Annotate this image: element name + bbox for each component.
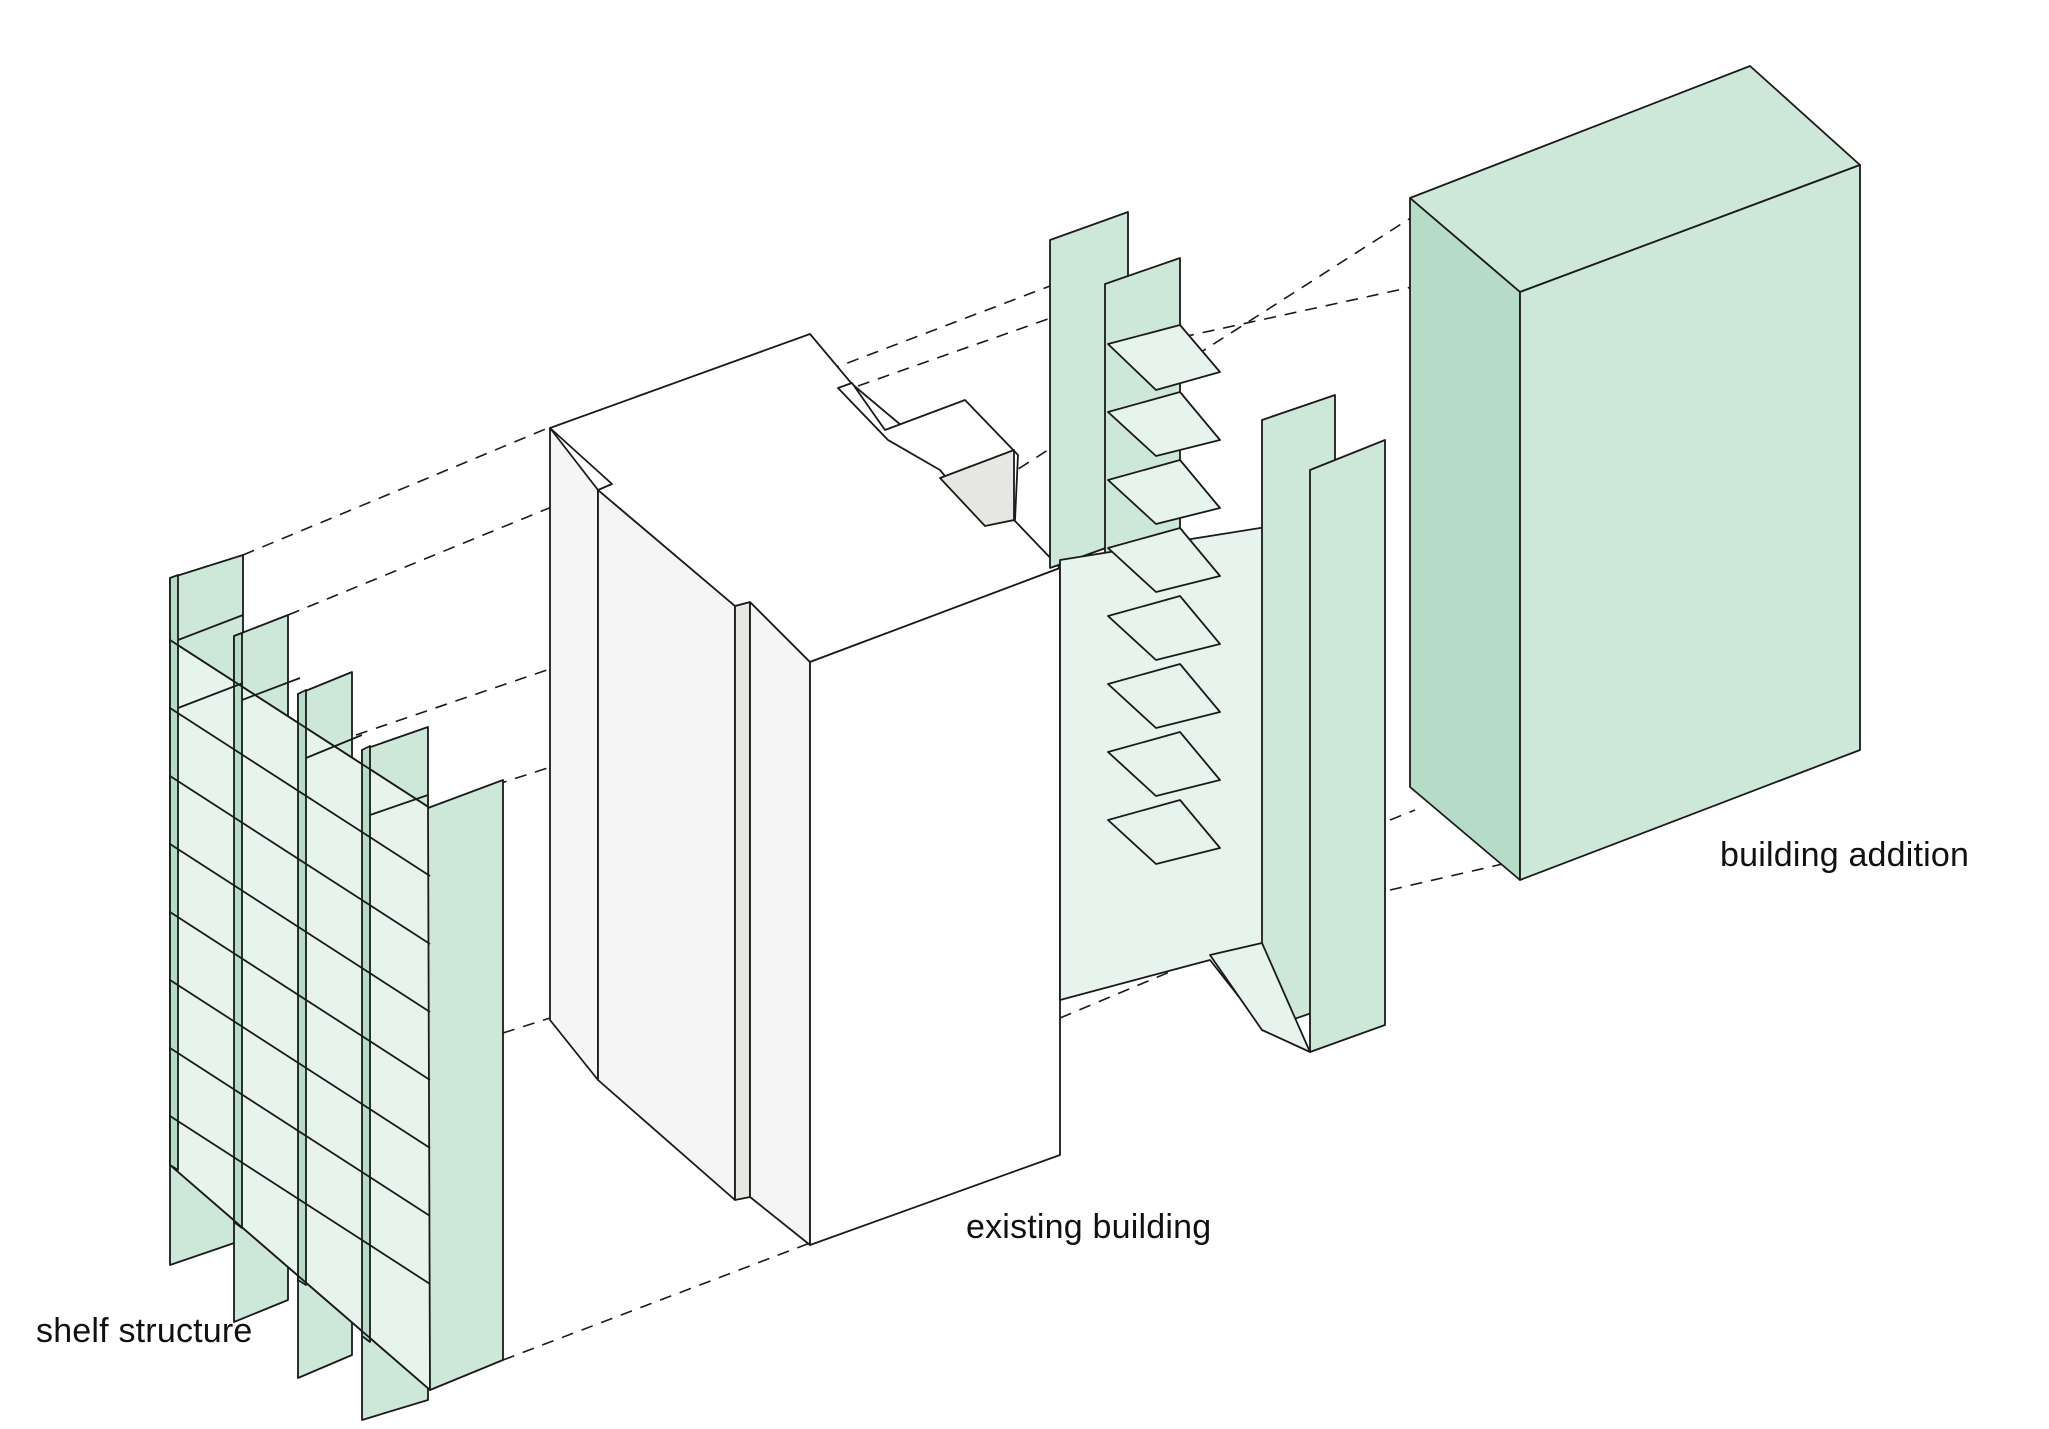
shelf-boards bbox=[169, 614, 431, 1285]
addition-front-face bbox=[1519, 164, 1861, 881]
shelf-base bbox=[169, 1164, 431, 1391]
rear-shelf-boards bbox=[1107, 324, 1221, 865]
label-building-addition: building addition bbox=[1720, 836, 1970, 874]
shelf-column-2 bbox=[233, 632, 243, 1229]
shelf-structure bbox=[169, 554, 504, 1421]
existing-building bbox=[549, 333, 1061, 1246]
shelf-structure-rear bbox=[1049, 211, 1386, 1053]
existing-building-notch-face-2 bbox=[749, 601, 811, 1246]
shelf-column-3 bbox=[297, 689, 307, 1286]
existing-building-left-wall bbox=[549, 427, 599, 1081]
addition-left-face bbox=[1409, 197, 1521, 881]
rear-shelf-front-panel bbox=[1309, 439, 1386, 1053]
shelf-front-panel bbox=[427, 779, 504, 1391]
label-shelf-structure: shelf structure bbox=[36, 1312, 253, 1350]
shelf-column-1 bbox=[169, 574, 179, 1171]
existing-building-front-face bbox=[809, 567, 1061, 1246]
label-existing-building: existing building bbox=[966, 1208, 1212, 1246]
building-addition bbox=[1409, 65, 1861, 881]
existing-building-inner-wall bbox=[597, 489, 736, 1201]
rear-shelf-base bbox=[1209, 942, 1311, 1053]
roof-lightwell bbox=[939, 449, 1015, 527]
shelf-column-4 bbox=[361, 745, 371, 1343]
existing-building-notch-face bbox=[734, 601, 751, 1201]
